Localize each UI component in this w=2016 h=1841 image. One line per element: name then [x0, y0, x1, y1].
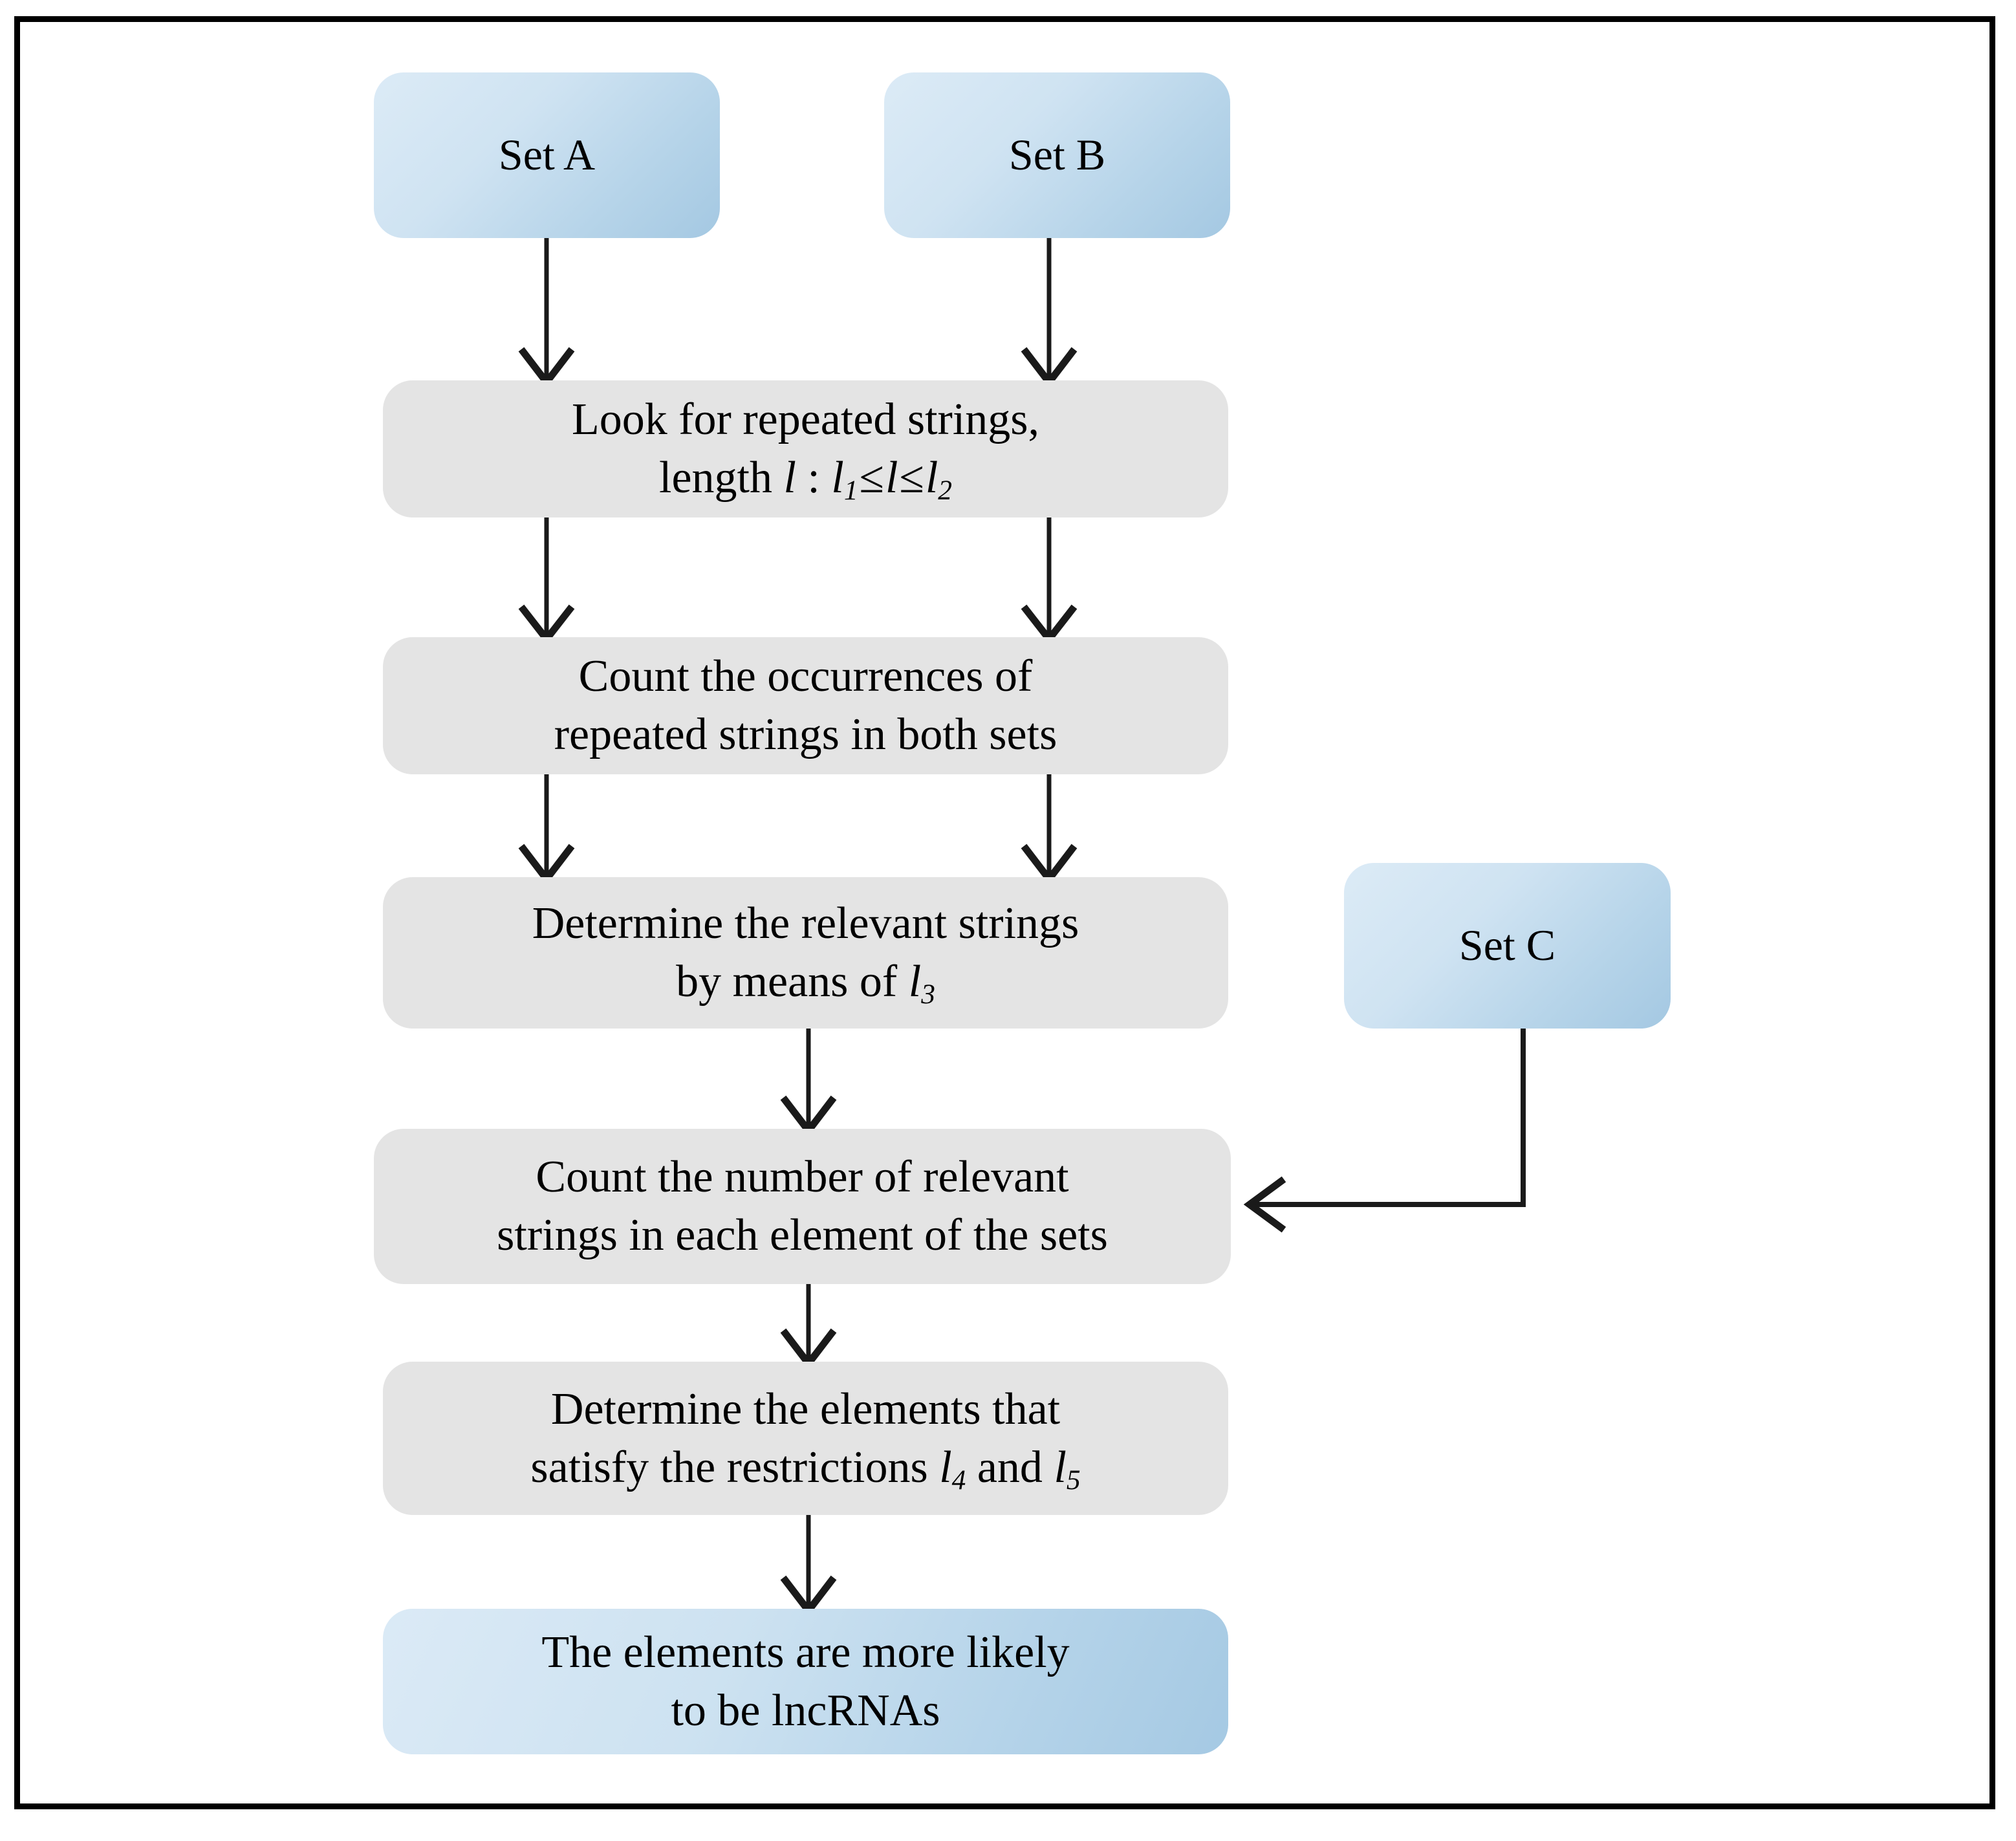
node-set-a[interactable]: Set A	[374, 72, 720, 238]
node-count-occurrences[interactable]: Count the occurrences of repeated string…	[383, 637, 1228, 774]
look-line-1: Look for repeated strings,	[571, 395, 1040, 445]
result-line-1: The elements are more likely	[541, 1627, 1070, 1677]
node-count-relevant-strings[interactable]: Count the number of relevant strings in …	[374, 1129, 1231, 1284]
look-var-l-mid: l	[885, 453, 898, 503]
node-result-lncrnas[interactable]: The elements are more likely to be lncRN…	[383, 1609, 1228, 1754]
node-set-b-label: Set B	[1008, 130, 1106, 180]
determine-el-line-1: Determine the elements that	[550, 1384, 1061, 1434]
look-var-l2: l2	[925, 453, 952, 507]
look-var-l1: l1	[831, 453, 858, 507]
count-rel-line-1: Count the number of relevant	[536, 1152, 1069, 1203]
determine-rel-line-1: Determine the relevant strings	[532, 899, 1079, 949]
look-le-1: ≤	[859, 453, 884, 503]
node-result-lncrnas-label: The elements are more likely to be lncRN…	[395, 1624, 1217, 1739]
determine-el-and: and	[966, 1442, 1054, 1492]
look-colon: :	[796, 453, 832, 503]
look-line-2-prefix: length	[659, 453, 784, 503]
node-count-relevant-strings-label: Count the number of relevant strings in …	[385, 1148, 1219, 1264]
result-line-2: to be lncRNAs	[671, 1685, 940, 1736]
node-look-for-repeated-strings-label: Look for repeated strings, length l : l1…	[395, 391, 1217, 507]
node-set-c[interactable]: Set C	[1344, 863, 1671, 1029]
node-count-occurrences-label: Count the occurrences of repeated string…	[395, 648, 1217, 763]
look-var-l: l	[783, 453, 796, 503]
node-determine-relevant-strings[interactable]: Determine the relevant strings by means …	[383, 877, 1228, 1029]
node-look-for-repeated-strings[interactable]: Look for repeated strings, length l : l1…	[383, 380, 1228, 517]
node-set-c-label: Set C	[1458, 920, 1556, 970]
node-set-a-label: Set A	[498, 130, 596, 180]
determine-rel-var-l3: l3	[908, 957, 935, 1010]
node-determine-relevant-strings-label: Determine the relevant strings by means …	[395, 895, 1217, 1010]
determine-el-var-l5: l5	[1054, 1442, 1081, 1496]
look-le-2: ≤	[899, 453, 924, 503]
count-occ-line-1: Count the occurrences of	[578, 651, 1033, 702]
node-set-b[interactable]: Set B	[884, 72, 1230, 238]
node-determine-elements-restrictions[interactable]: Determine the elements that satisfy the …	[383, 1362, 1228, 1515]
determine-rel-line-2-prefix: by means of	[676, 957, 909, 1007]
count-rel-line-2: strings in each element of the sets	[497, 1210, 1108, 1260]
determine-el-var-l4: l4	[939, 1442, 966, 1496]
node-determine-elements-restrictions-label: Determine the elements that satisfy the …	[395, 1380, 1217, 1496]
determine-el-line-2-prefix: satisfy the restrictions	[530, 1442, 940, 1492]
count-occ-line-2: repeated strings in both sets	[554, 710, 1057, 759]
